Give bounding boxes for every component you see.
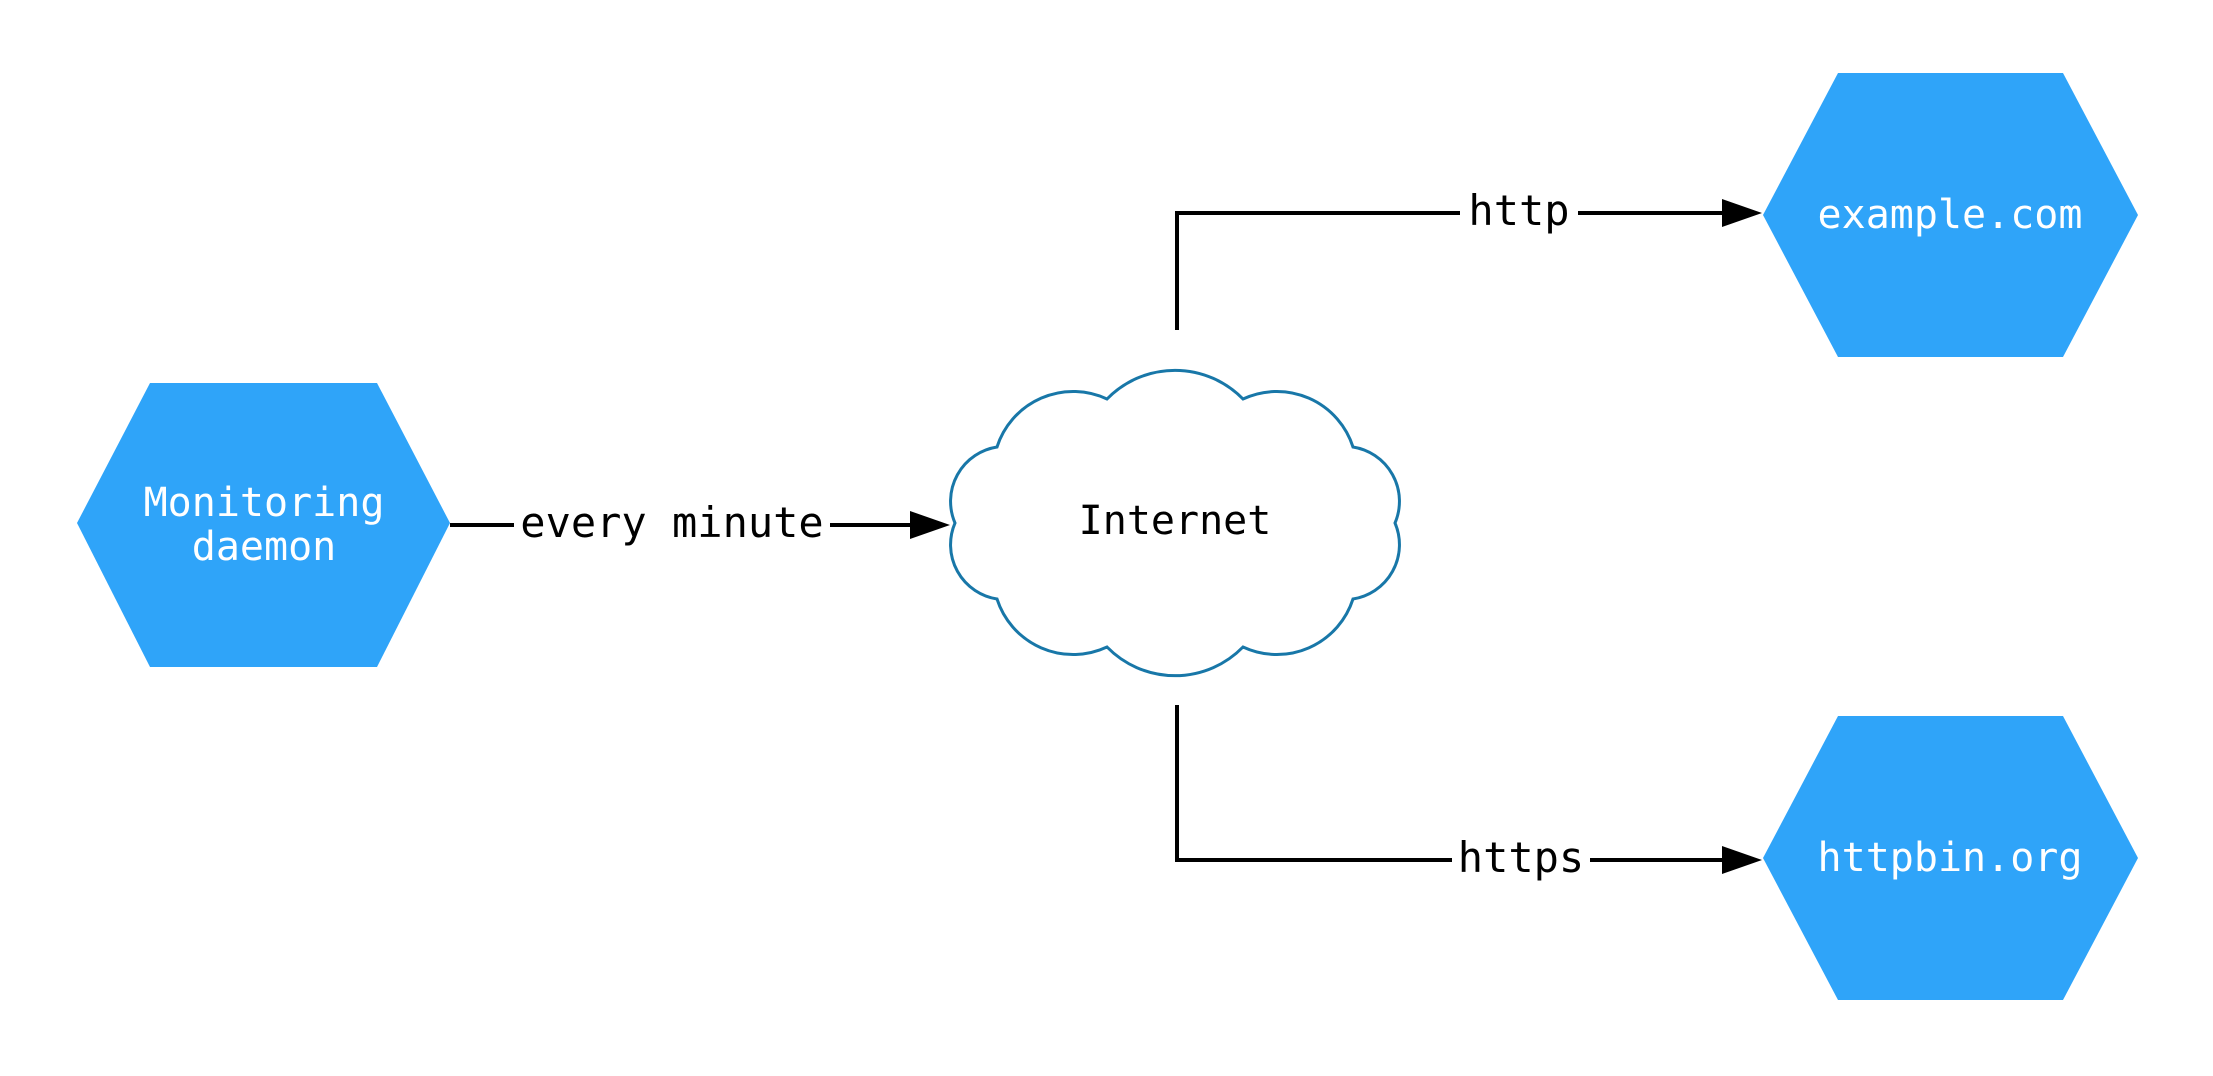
hexagon-monitoring-daemon: [77, 383, 450, 667]
arrowhead-https-icon: [1722, 846, 1762, 874]
hexagon-example-com: [1763, 73, 2138, 357]
arrowhead-every-minute-icon: [910, 511, 950, 539]
edge-http-line-left: [1175, 211, 1460, 330]
cloud-internet: [949, 368, 1401, 678]
edge-https-line-left: [1175, 705, 1452, 862]
hexagon-httpbin-org: [1763, 716, 2138, 1000]
arrowhead-http-icon: [1722, 199, 1762, 227]
